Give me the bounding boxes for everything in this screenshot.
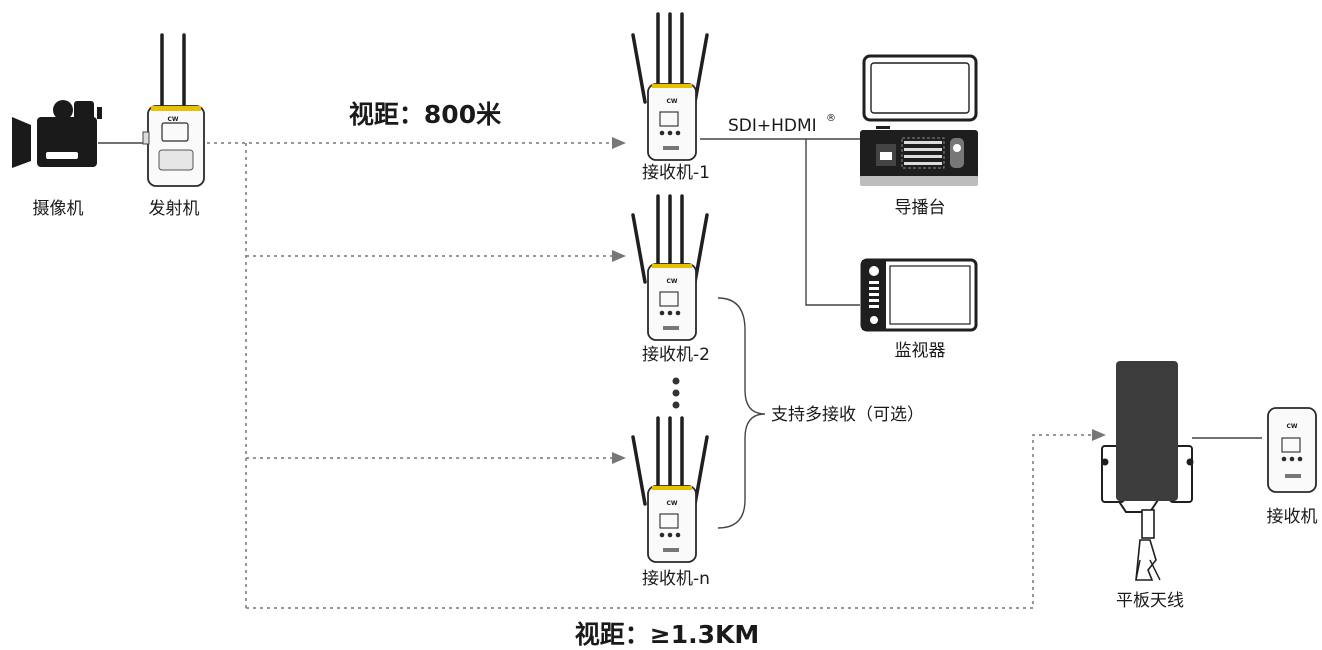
receiver-n-label: 接收机-n <box>642 569 710 589</box>
connection-lines <box>98 138 1262 529</box>
ellipsis-dots <box>672 377 680 409</box>
receiver-1-label: 接收机-1 <box>642 163 710 183</box>
camera-icon <box>12 100 102 168</box>
receiver-device-n: CW <box>631 416 709 563</box>
receiver-device-2: CW <box>631 194 709 341</box>
receiver-device-panel: CW <box>1267 407 1317 493</box>
transmitter-logo: CW <box>167 116 178 123</box>
panel-antenna-device <box>1101 361 1194 581</box>
receiver-2-logo: CW <box>666 278 677 285</box>
io-label: SDI+HDMI <box>728 116 817 136</box>
panel-antenna-label: 平板天线 <box>1116 591 1184 611</box>
switcher-device <box>860 54 978 186</box>
switcher-label: 导播台 <box>895 198 946 218</box>
transmitter-label: 发射机 <box>149 199 200 219</box>
transmitter-device: CW <box>142 33 205 187</box>
io-registered-mark: ® <box>826 113 836 124</box>
range-label-top: 视距：800米 <box>349 100 502 129</box>
range-label-bottom: 视距：≥1.3KM <box>575 620 760 649</box>
receiver-device-1: CW <box>631 12 709 161</box>
receiver-label: 接收机 <box>1267 507 1318 527</box>
wireless-links <box>200 137 1106 609</box>
monitor-label: 监视器 <box>895 341 946 361</box>
receiver-panel-logo: CW <box>1286 423 1297 430</box>
receiver-n-logo: CW <box>666 500 677 507</box>
monitor-device <box>860 258 978 332</box>
receiver-2-label: 接收机-2 <box>642 345 710 365</box>
receiver-1-logo: CW <box>666 98 677 105</box>
camera-label: 摄像机 <box>33 199 84 219</box>
multi-receive-label: 支持多接收（可选） <box>771 405 924 425</box>
